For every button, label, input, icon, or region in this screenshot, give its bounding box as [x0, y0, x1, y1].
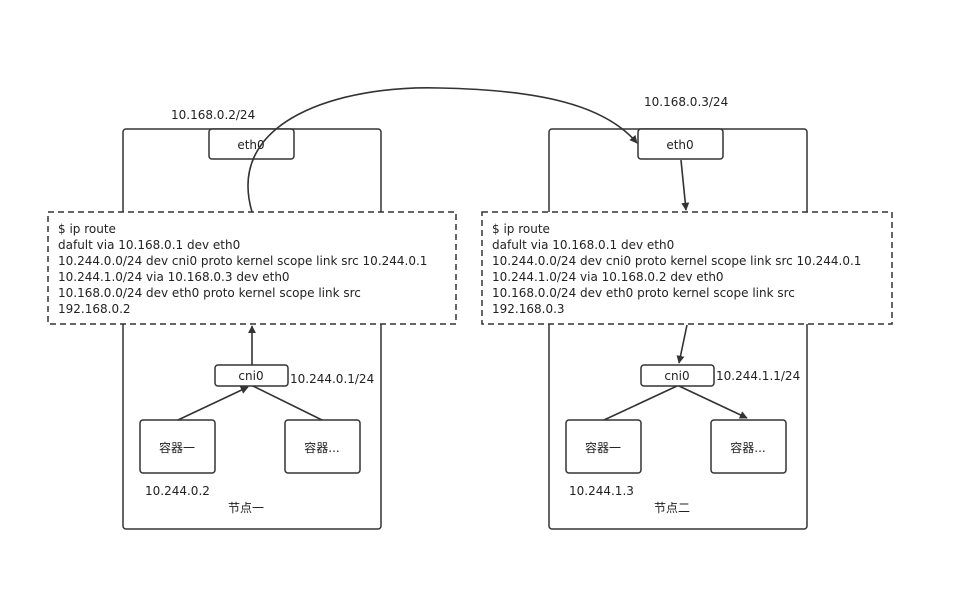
- node-2-container-a-box: [565, 419, 642, 474]
- node-1-cni0-ip: 10.244.0.1/24: [290, 372, 374, 386]
- node-1-eth0-box: [208, 128, 295, 160]
- node-1-container-b-box: [284, 419, 361, 474]
- node-1-route-line: $ ip route: [58, 222, 116, 236]
- node-2-cni0-label: cni0: [664, 369, 689, 383]
- node-1-route-line: 10.168.0.0/24 dev eth0 proto kernel scop…: [58, 286, 361, 300]
- node-2-route-line: dafult via 10.168.0.1 dev eth0: [492, 238, 674, 252]
- node-1-label: 节点一: [228, 501, 264, 515]
- node-2: 节点二 10.168.0.3/24 eth0 $ ip route dafult…: [481, 95, 893, 530]
- edge-node-1-to-node-2-eth0: [247, 87, 638, 213]
- node-1-route-table-box: [47, 211, 457, 325]
- node-2-route-line: 10.244.0.0/24 dev cni0 proto kernel scop…: [492, 254, 861, 268]
- node-1-container-b-label: 容器...: [304, 440, 339, 455]
- node-1-eth0-ip: 10.168.0.2/24: [171, 108, 255, 122]
- node-2-route-table-box: [481, 211, 893, 325]
- node-2-cni0-box: [640, 364, 715, 387]
- node-1-route-line: 192.168.0.2: [58, 302, 131, 316]
- node-1-container-a-ip: 10.244.0.2: [145, 484, 210, 498]
- node-2-eth0-box: [637, 128, 724, 160]
- node-1-route-line: 10.244.0.0/24 dev cni0 proto kernel scop…: [58, 254, 427, 268]
- edge-node-1-container-a-to-cni0: [177, 386, 249, 421]
- node-2-container-a-ip: 10.244.1.3: [569, 484, 634, 498]
- node-2-eth0-ip: 10.168.0.3/24: [644, 95, 728, 109]
- node-2-container-b-label: 容器...: [730, 440, 765, 455]
- node-2-route-line: 10.244.1.0/24 via 10.168.0.2 dev eth0: [492, 270, 724, 284]
- node-2-eth0-label: eth0: [666, 138, 693, 152]
- edge-node-2-route-table-to-cni0: [676, 324, 688, 364]
- node-2-label: 节点二: [654, 501, 690, 515]
- node-2-container-b-box: [710, 419, 787, 474]
- node-1-container-a-box: [139, 419, 216, 474]
- node-1-cni0-label: cni0: [238, 369, 263, 383]
- node-1-route-line: dafult via 10.168.0.1 dev eth0: [58, 238, 240, 252]
- node-1-container-a-label: 容器一: [159, 440, 195, 455]
- node-2-route-line: 192.168.0.3: [492, 302, 565, 316]
- edge-node-2-cni0-to-container-a: [603, 385, 678, 421]
- edge-node-1-cni0-to-container-b: [252, 385, 323, 421]
- node-2-route-line: $ ip route: [492, 222, 550, 236]
- connections: [177, 87, 748, 421]
- node-1-route-line: 10.244.1.0/24 via 10.168.0.3 dev eth0: [58, 270, 290, 284]
- node-1: 节点一 10.168.0.2/24 eth0 $ ip route dafult…: [47, 108, 457, 530]
- node-2-cni0-ip: 10.244.1.1/24: [716, 369, 800, 383]
- node-2-container-a-label: 容器一: [585, 440, 621, 455]
- edge-node-2-eth0-to-route-table: [680, 159, 690, 211]
- edge-node-2-cni0-to-container-b: [678, 385, 748, 419]
- node-2-route-line: 10.168.0.0/24 dev eth0 proto kernel scop…: [492, 286, 795, 300]
